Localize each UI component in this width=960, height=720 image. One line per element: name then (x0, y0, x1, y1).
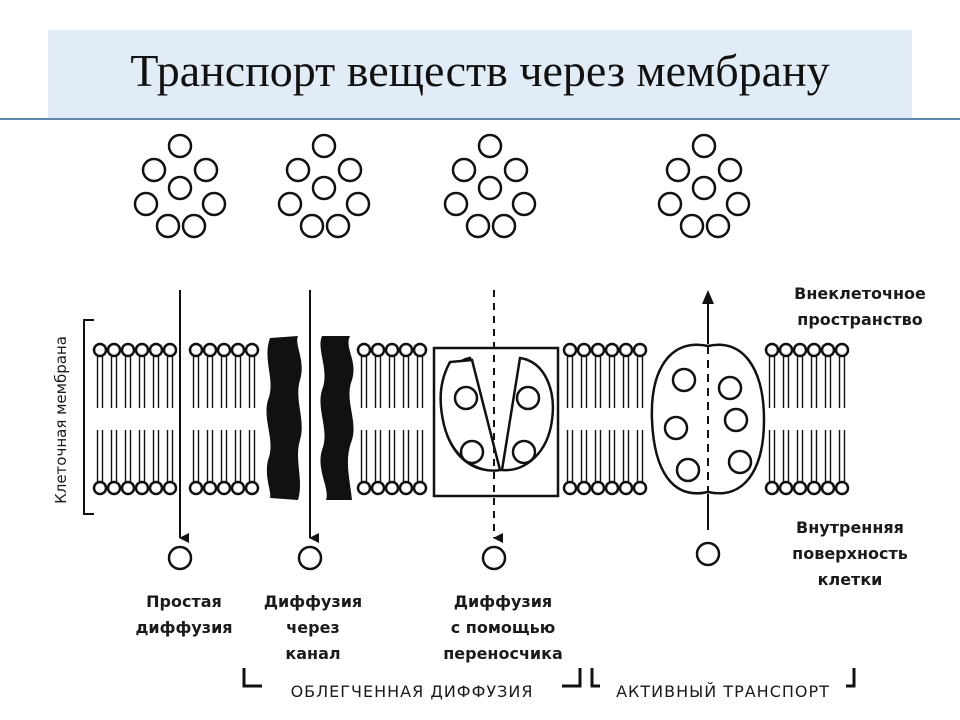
channel-diffusion-label-3: канал (285, 644, 340, 663)
carrier-protein (432, 346, 560, 498)
membrane-label: Клеточная мембрана (52, 336, 70, 504)
membrane-bracket (83, 319, 94, 515)
active-transport-group: АКТИВНЫЙ ТРАНСПОРТ (616, 682, 830, 701)
channel-protein (266, 336, 354, 500)
extracellular-label-line2: пространство (797, 310, 922, 329)
molecule-clusters (133, 133, 751, 239)
intracellular-label-line1: Внутренняя (796, 518, 904, 537)
intracellular-label-line2: поверхность (792, 544, 908, 563)
slide-title: Транспорт веществ через мембрану (130, 45, 830, 96)
title-divider (0, 118, 960, 120)
simple-diffusion-label-2: диффузия (135, 618, 232, 637)
carrier-diffusion-label-3: переносчика (443, 644, 563, 663)
channel-diffusion-label-2: через (286, 618, 339, 637)
transport-arrows (179, 290, 714, 543)
molecules-inside (167, 541, 721, 571)
title-bar: Транспорт веществ через мембрану (48, 30, 912, 118)
lipid-bilayer (92, 342, 850, 496)
facilitated-diffusion-group: ОБЛЕГЧЕННАЯ ДИФФУЗИЯ (291, 682, 534, 701)
carrier-diffusion-label-1: Диффузия (454, 592, 552, 611)
active-transport-pump (650, 343, 766, 495)
carrier-diffusion-label-2: с помощью (451, 618, 556, 637)
channel-diffusion-label-1: Диффузия (264, 592, 362, 611)
extracellular-label-line1: Внеклеточное (794, 284, 926, 303)
intracellular-label-line3: клетки (818, 570, 883, 589)
simple-diffusion-label-1: Простая (146, 592, 222, 611)
